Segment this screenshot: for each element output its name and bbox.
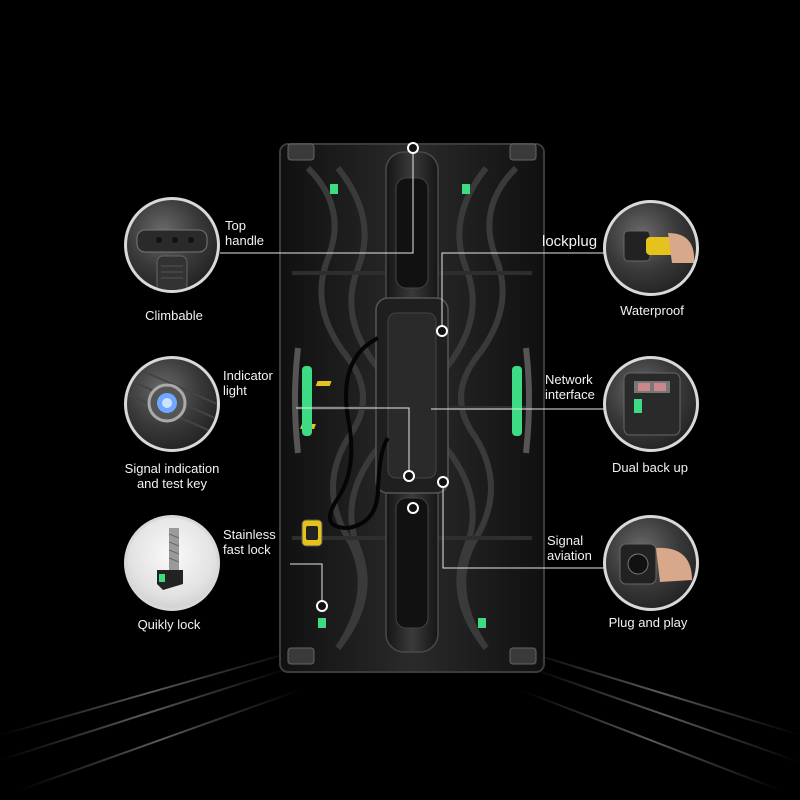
waterproof-caption: Waterproof [620,303,684,318]
fast-lock-thumbnail [124,515,220,611]
signal-aviation-thumbnail [603,515,699,611]
quikly-lock-caption: Quikly lock [137,617,201,632]
network-interface-thumbnail [603,356,699,452]
plug-and-play-caption: Plug and play [608,615,688,630]
led-cabinet [279,143,545,673]
dual-backup-caption: Dual back up [612,460,688,475]
network-interface-label: Network interface [545,372,595,402]
climbable-caption: Climbable [145,308,203,323]
handle-icon [136,229,208,290]
waterproof-plug-icon [623,230,695,263]
stainless-fast-lock-label: Stainless fast lock [223,527,276,557]
lockplug-thumbnail [603,200,699,296]
signal-indication-caption: Signal indication and test key [124,461,220,491]
lock-pin-icon [157,528,183,590]
ethernet-port-icon [623,372,681,436]
lockplug-label: lockplug [542,233,598,250]
signal-aviation-label: Signal aviation [547,533,592,563]
indicator-light-label: Indicator light [223,368,273,398]
aviation-connector-icon [619,543,692,585]
indicator-button-icon [127,363,217,435]
indicator-thumbnail [124,356,220,452]
top-handle-label: Top handle [225,218,265,248]
top-handle-thumbnail [124,197,220,293]
